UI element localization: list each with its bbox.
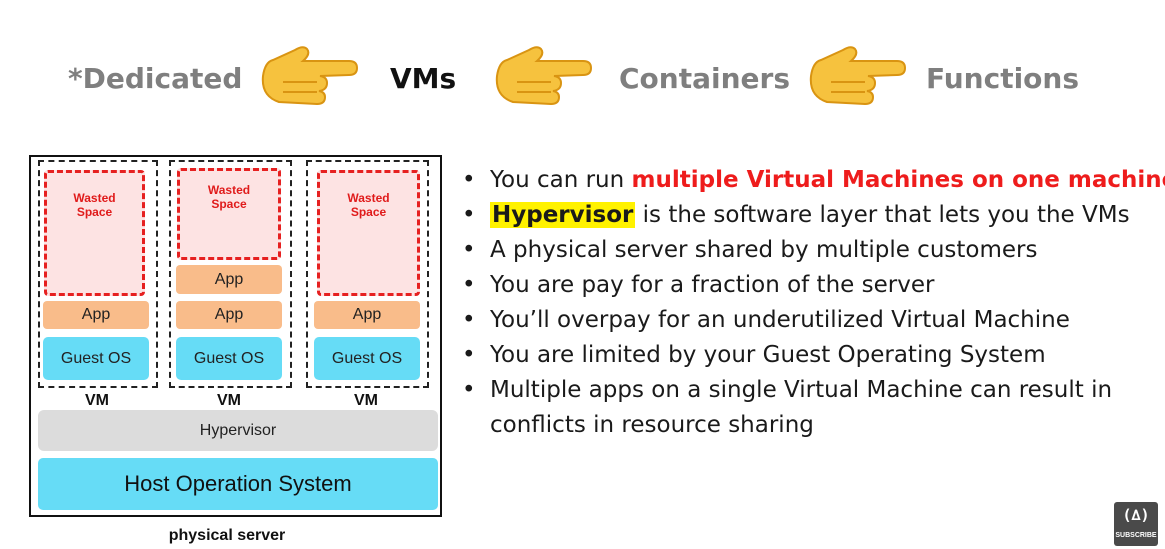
wasted-space: Wasted Space	[317, 170, 420, 296]
app-block: App	[314, 301, 420, 329]
server-caption: physical server	[168, 527, 286, 544]
bullet-item: You are limited by your Guest Operating …	[462, 338, 1162, 373]
app-block: App	[43, 301, 149, 329]
host-os-layer: Host Operation System	[38, 458, 438, 510]
label-dedicated: *Dedicated	[68, 62, 243, 95]
bullet-list: You can run multiple Virtual Machines on…	[462, 163, 1165, 443]
bullet-item: Multiple apps on a single Virtual Machin…	[462, 373, 1150, 443]
highlighted-term: Hypervisor	[490, 202, 636, 228]
vm-label: VM	[217, 392, 241, 409]
pointing-hand-icon	[809, 46, 907, 106]
vm-box	[38, 160, 158, 388]
label-containers: Containers	[619, 62, 790, 95]
label-vms: VMs	[390, 62, 457, 95]
wasted-space: Wasted Space	[177, 168, 281, 260]
subscribe-label: SUBSCRIBE	[1115, 532, 1157, 539]
label-functions: Functions	[926, 62, 1080, 95]
vm-box	[306, 160, 429, 388]
guest-os: Guest OS	[43, 337, 149, 380]
guest-os: Guest OS	[176, 337, 282, 380]
subscribe-button[interactable]: (∆) SUBSCRIBE	[1114, 502, 1158, 546]
vm-label: VM	[85, 392, 109, 409]
app-block: App	[176, 301, 282, 329]
freecodecamp-icon: (∆)	[1122, 506, 1150, 524]
app-block: App	[176, 265, 282, 294]
pointing-hand-icon	[495, 46, 593, 106]
bullet-item: You can run multiple Virtual Machines on…	[462, 163, 1165, 198]
physical-server-frame	[29, 155, 442, 517]
bullet-item: A physical server shared by multiple cus…	[462, 233, 1162, 268]
bullet-item: Hypervisor is the software layer that le…	[462, 198, 1162, 233]
bullet-item: You are pay for a fraction of the server	[462, 268, 1162, 303]
vm-label: VM	[354, 392, 378, 409]
bullet-item: You’ll overpay for an underutilized Virt…	[462, 303, 1162, 338]
guest-os: Guest OS	[314, 337, 420, 380]
emphasis-text: multiple Virtual Machines on one machine	[631, 167, 1165, 193]
vm-box	[169, 160, 292, 388]
wasted-space: Wasted Space	[44, 170, 145, 296]
hypervisor-layer: Hypervisor	[38, 410, 438, 451]
pointing-hand-icon	[261, 46, 359, 106]
